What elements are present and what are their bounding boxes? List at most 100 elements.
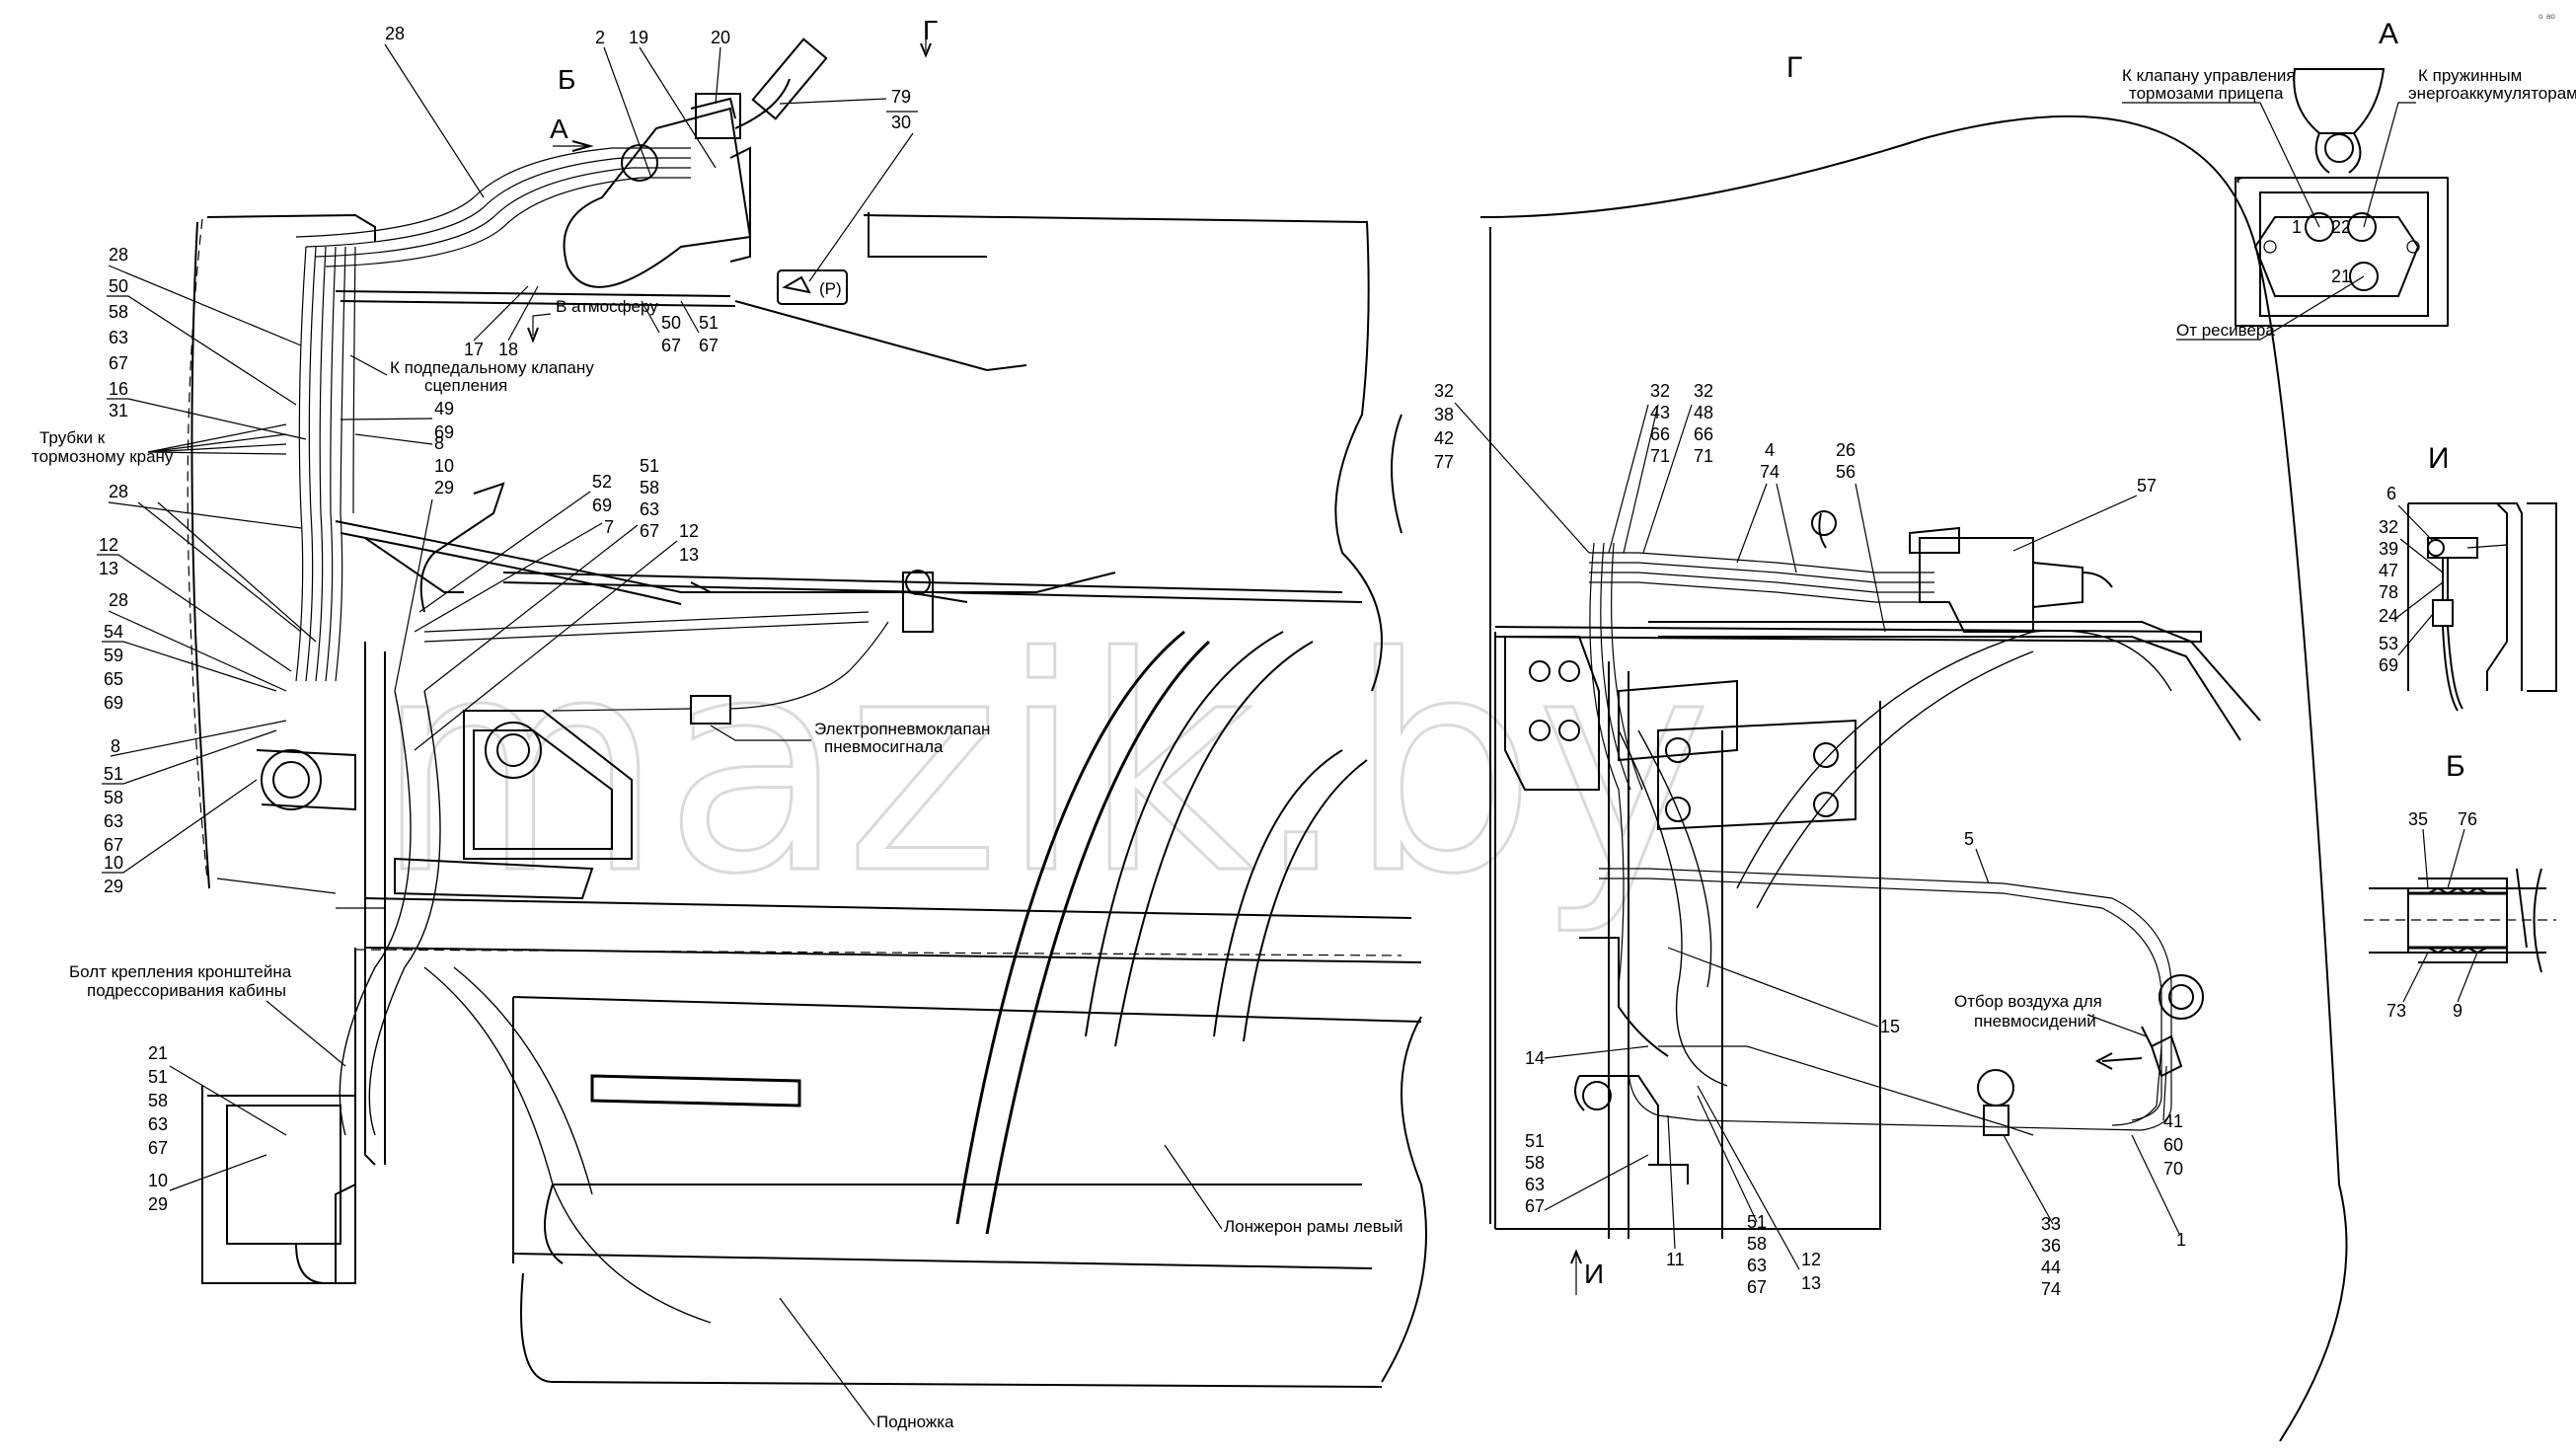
park-symbol: (P) xyxy=(819,279,842,298)
view-g-arrow-label: Г xyxy=(923,15,938,45)
ref-67-e: 67 xyxy=(1747,1277,1767,1297)
ref-67-b: 67 xyxy=(661,336,681,355)
clutch-valve-label-2: сцепления xyxy=(424,376,507,395)
view-b-caption: Б xyxy=(2446,750,2465,783)
corner-mark: ᵒ ᵃᵒ xyxy=(2538,11,2555,25)
bolt-label-2: подрессоривания кабины xyxy=(87,981,286,1000)
ref-29-a: 29 xyxy=(434,478,454,497)
ref-58-e: 58 xyxy=(1747,1234,1767,1254)
ref-63-f: 63 xyxy=(148,1114,168,1134)
ref-14: 14 xyxy=(1525,1048,1545,1068)
left-labels: 28 2 19 20 79 30 Б А 28 50 58 63 67 16 3… xyxy=(32,15,1403,1431)
ref-10-c: 10 xyxy=(148,1171,168,1190)
ref-26: 26 xyxy=(1836,440,1856,460)
ref-69-b: 69 xyxy=(434,422,454,442)
ref-51-c: 51 xyxy=(104,764,123,784)
ref-67-d: 67 xyxy=(1525,1196,1545,1216)
ref-4: 4 xyxy=(1765,440,1775,460)
ref-79: 79 xyxy=(891,87,911,107)
a-port-1: 1 xyxy=(2292,217,2302,237)
to-atmosphere-label: В атмосферу xyxy=(556,297,658,316)
ref-42: 42 xyxy=(1434,428,1454,448)
ref-51-b: 51 xyxy=(699,313,719,333)
view-g-caption: Г xyxy=(1786,51,1802,84)
a-trailer-valve-label-1: К клапану управления xyxy=(2122,66,2296,85)
watermark: mazik.by xyxy=(375,594,1711,939)
ref-7: 7 xyxy=(604,517,614,537)
a-from-receiver-label: От ресивера xyxy=(2176,321,2275,340)
ref-70: 70 xyxy=(2163,1159,2183,1179)
ref-20: 20 xyxy=(711,28,730,47)
ref-71-a: 71 xyxy=(1650,446,1670,466)
ref-53: 53 xyxy=(2379,634,2398,653)
ref-2: 2 xyxy=(595,28,605,47)
ref-50-b: 50 xyxy=(661,313,681,333)
ref-21: 21 xyxy=(148,1043,168,1063)
ref-28-b: 28 xyxy=(109,245,128,265)
view-a: А 1 22 21 К клапану управления тормозами… xyxy=(2122,18,2576,341)
ref-35: 35 xyxy=(2408,809,2428,829)
ref-66-b: 66 xyxy=(1694,424,1713,444)
ref-50-a: 50 xyxy=(109,276,128,296)
a-port-21: 21 xyxy=(2331,267,2351,286)
view-i: И 6 32 39 47 78 24 53 69 xyxy=(2379,442,2557,712)
ref-32-a: 32 xyxy=(1434,381,1454,401)
ref-12-c: 12 xyxy=(1801,1250,1821,1269)
ref-58-c: 58 xyxy=(104,788,123,807)
ref-10-b: 10 xyxy=(104,853,123,873)
ref-19: 19 xyxy=(629,28,648,47)
ref-51-d: 51 xyxy=(1525,1131,1545,1151)
frame-member-label: Лонжерон рамы левый xyxy=(1224,1217,1403,1236)
air-takeoff-label-2: пневмосидений xyxy=(1974,1012,2096,1031)
main-view-left: (P) xyxy=(187,38,1427,1388)
ref-1: 1 xyxy=(2176,1230,2186,1250)
ref-16: 16 xyxy=(109,379,128,399)
ref-73: 73 xyxy=(2387,1001,2406,1021)
ref-8-a: 8 xyxy=(434,433,444,453)
ref-11: 11 xyxy=(1666,1250,1685,1269)
ref-12-b: 12 xyxy=(679,521,699,541)
ref-58-a2: 58 xyxy=(640,478,659,497)
ref-69-a: 69 xyxy=(104,693,123,713)
ref-8-b: 8 xyxy=(111,736,120,756)
ref-32-c: 32 xyxy=(1694,381,1713,401)
ref-56: 56 xyxy=(1836,462,1856,482)
ref-28-d: 28 xyxy=(109,590,128,610)
ref-13-a: 13 xyxy=(99,559,118,578)
electro-valve-label-1: Электропневмоклапан xyxy=(814,720,990,738)
ref-28-top: 28 xyxy=(385,24,405,43)
ref-29-c: 29 xyxy=(148,1194,168,1214)
ref-31: 31 xyxy=(109,401,128,420)
tubes-label-2: тормозному крану xyxy=(32,447,174,466)
tubes-label-1: Трубки к xyxy=(39,428,106,447)
view-b-arrow-label: Б xyxy=(558,64,575,95)
ref-54: 54 xyxy=(104,622,123,642)
ref-67-b2: 67 xyxy=(699,336,719,355)
ref-29-b: 29 xyxy=(104,877,123,896)
ref-33: 33 xyxy=(2041,1214,2061,1234)
ref-51-e: 51 xyxy=(1747,1212,1767,1232)
ref-69-d: 69 xyxy=(2379,655,2398,675)
ref-43: 43 xyxy=(1650,403,1670,422)
ref-12-a: 12 xyxy=(99,535,118,555)
footstep-label: Подножка xyxy=(876,1413,954,1431)
a-spring-label-1: К пружинным xyxy=(2418,66,2522,85)
ref-44: 44 xyxy=(2041,1258,2061,1277)
ref-51-f: 51 xyxy=(148,1067,168,1087)
ref-77: 77 xyxy=(1434,452,1454,472)
ref-76: 76 xyxy=(2458,809,2477,829)
bolt-label-1: Болт крепления кронштейна xyxy=(69,962,292,981)
ref-13-c: 13 xyxy=(1801,1273,1821,1293)
ref-49: 49 xyxy=(434,399,454,419)
view-i-caption: И xyxy=(2428,442,2450,475)
view-a-caption: А xyxy=(2379,18,2398,50)
ref-60: 60 xyxy=(2163,1135,2183,1155)
ref-10-a: 10 xyxy=(434,456,454,476)
ref-66-a: 66 xyxy=(1650,424,1670,444)
ref-38: 38 xyxy=(1434,405,1454,424)
ref-24: 24 xyxy=(2379,606,2398,626)
ref-41: 41 xyxy=(2163,1111,2183,1131)
ref-59: 59 xyxy=(104,646,123,665)
a-trailer-valve-label-2: тормозами прицепа xyxy=(2129,84,2284,103)
